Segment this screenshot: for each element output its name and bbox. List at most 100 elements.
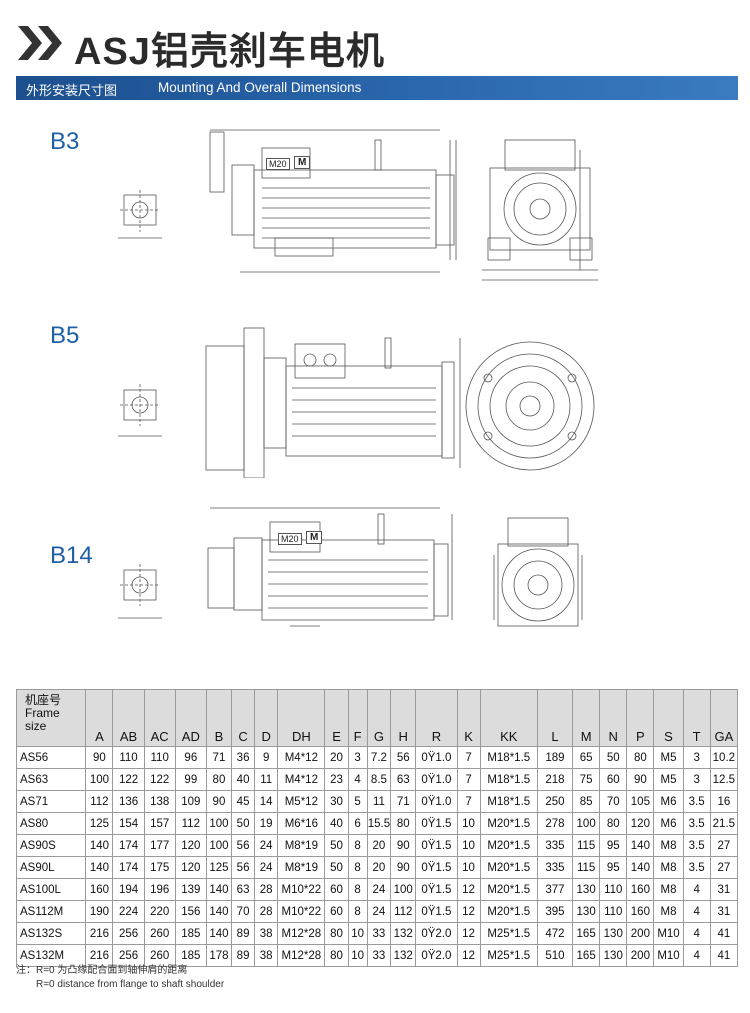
table-cell: 140 [85,856,114,879]
table-cell: 80 [626,746,655,769]
table-cell: 125 [85,812,114,835]
table-cell: M6 [653,790,684,813]
table-cell: 63 [390,768,417,791]
table-cell: 140 [626,856,655,879]
table-cell: 41 [709,922,739,945]
table-cell: M8 [653,834,684,857]
table-cell: 216 [85,944,114,967]
table-cell: 31 [709,878,739,901]
table-cell: 60 [324,878,349,901]
table-cell: 377 [536,878,574,901]
table-cell: 154 [112,812,145,835]
table-cell: 38 [254,922,279,945]
table-cell: 165 [572,922,601,945]
table-cell: 56 [231,834,256,857]
table-cell: 132 [390,922,417,945]
table-cell: 90 [626,768,655,791]
table-cell: 71 [390,790,417,813]
table-cell: 71 [205,746,233,769]
table-cell: 33 [366,944,392,967]
table-cell: 50 [324,834,349,857]
table-cell: 120 [174,856,207,879]
frame-size-cell: AS100L [15,878,87,901]
frame-size-cell: AS90L [15,856,87,879]
table-cell: 0Ÿ2.0 [415,922,458,945]
table-cell: 24 [366,878,392,901]
table-cell: 100 [85,768,114,791]
table-cell: M25*1.5 [479,944,538,967]
table-cell: 50 [324,856,349,879]
column-header: S [653,689,684,747]
table-cell: 89 [231,944,256,967]
table-cell: 12 [456,922,481,945]
table-cell: M5 [653,746,684,769]
table-cell: 4 [682,900,711,923]
table-cell: 3.5 [682,790,711,813]
table-cell: 3.5 [682,856,711,879]
table-cell: M8 [653,878,684,901]
side-view [209,129,457,273]
table-cell: 200 [626,944,655,967]
table-cell: M25*1.5 [479,922,538,945]
table-cell: 50 [231,812,256,835]
table-cell: 96 [174,746,207,769]
table-cell: 510 [536,944,574,967]
table-cell: 0Ÿ1.5 [415,812,458,835]
table-cell: 40 [324,812,349,835]
cable-gland-badge: M20 [266,158,290,170]
table-cell: 140 [205,922,233,945]
table-cell: 196 [143,878,176,901]
table-cell: 10.2 [709,746,739,769]
table-cell: 0Ÿ1.0 [415,746,458,769]
table-cell: M20*1.5 [479,900,538,923]
table-cell: 12.5 [709,768,739,791]
table-cell: 115 [572,834,601,857]
table-cell: 109 [174,790,207,813]
table-cell: 130 [572,878,601,901]
table-cell: 12 [456,900,481,923]
table-cell: 60 [324,900,349,923]
table-cell: 9 [254,746,279,769]
table-cell: 95 [599,856,628,879]
table-cell: 0Ÿ1.5 [415,900,458,923]
table-cell: 10 [456,834,481,857]
footnote-en: R=0 distance from flange to shaft should… [36,979,225,990]
table-cell: 63 [231,878,256,901]
table-cell: 122 [112,768,145,791]
table-cell: 130 [572,900,601,923]
table-cell: M8 [653,900,684,923]
table-cell: 178 [205,944,233,967]
b3-drawing: M20 M [110,120,600,285]
shaft-end-view [118,384,162,437]
table-cell: M18*1.5 [479,768,538,791]
column-header: B [205,689,233,747]
table-cell: 185 [174,922,207,945]
table-cell: M20*1.5 [479,878,538,901]
frame-size-cell: AS132S [15,922,87,945]
frame-size-cell: AS90S [15,834,87,857]
table-cell: 122 [143,768,176,791]
column-header: A [85,689,114,747]
table-cell: M18*1.5 [479,746,538,769]
table-cell: 99 [174,768,207,791]
front-view [465,341,595,471]
table-cell: 80 [324,944,349,967]
table-cell: 60 [599,768,628,791]
table-cell: 3 [682,768,711,791]
table-cell: 4 [347,768,368,791]
column-header: L [536,689,574,747]
column-header: DH [277,689,326,747]
terminal-badge: M [294,156,311,169]
table-cell: M12*28 [277,922,326,945]
frame-size-cell: AS56 [15,746,87,769]
table-cell: 12 [456,878,481,901]
table-cell: 132 [390,944,417,967]
view-label-b14: B14 [50,542,93,569]
table-cell: 139 [174,878,207,901]
